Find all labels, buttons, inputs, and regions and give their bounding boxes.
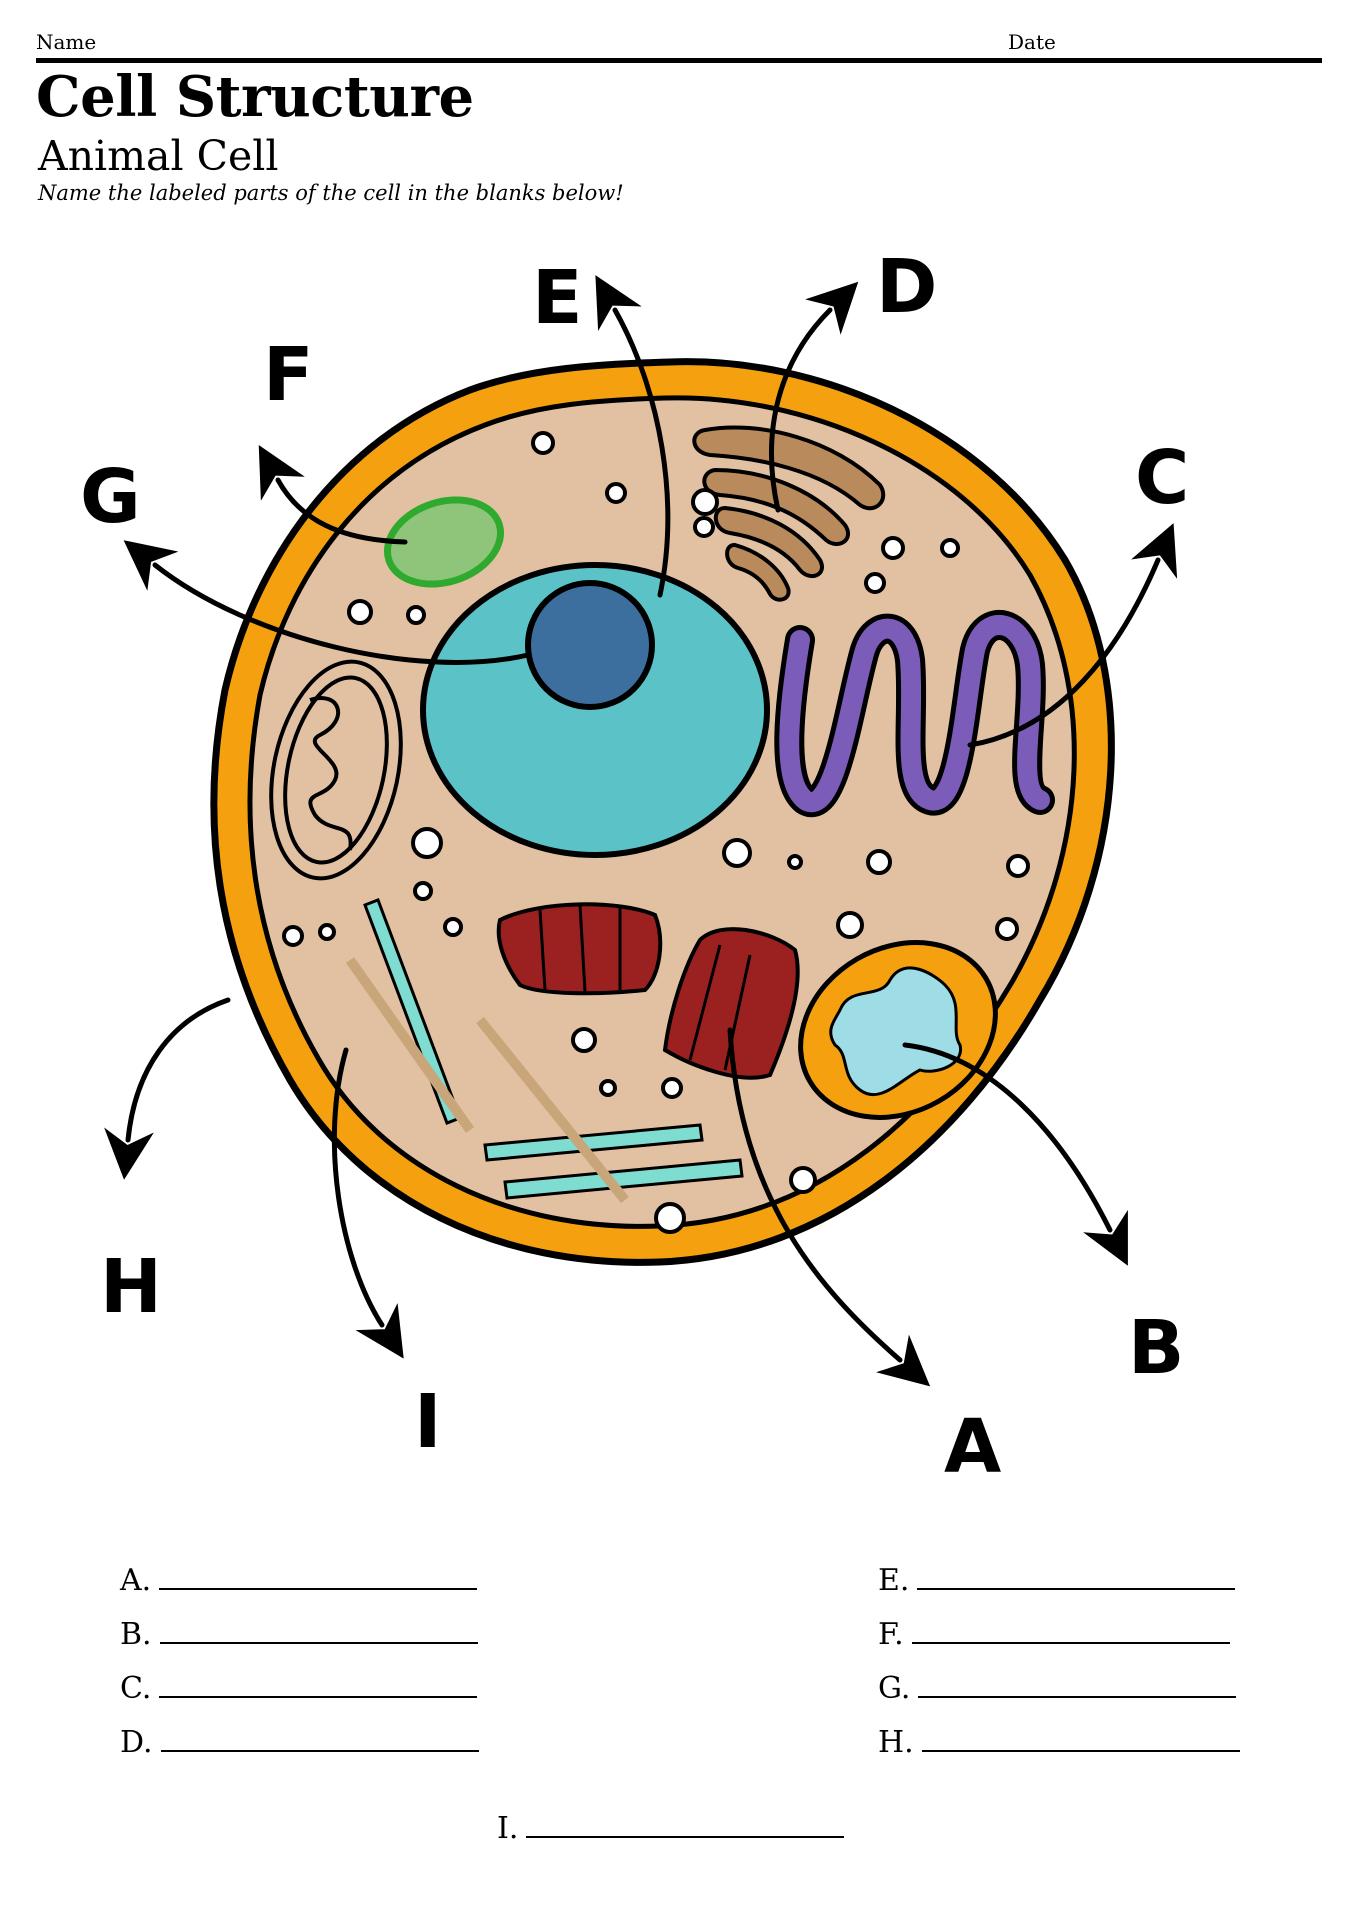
answer-letter: F.: [878, 1617, 904, 1652]
answer-i[interactable]: I.: [497, 1806, 845, 1846]
label-c: C: [1135, 435, 1189, 521]
name-label: Name: [36, 30, 97, 54]
answer-letter: C.: [120, 1671, 152, 1706]
answer-h[interactable]: H.: [878, 1720, 1240, 1760]
answer-b[interactable]: B.: [120, 1612, 478, 1652]
vacuole: [383, 496, 505, 588]
answer-letter: G.: [878, 1671, 911, 1706]
page-title: Cell Structure: [36, 64, 474, 130]
mitochondrion-right: [798, 940, 998, 1120]
answer-line[interactable]: [918, 1666, 1237, 1698]
label-i: I: [414, 1379, 442, 1465]
answer-letter: I.: [497, 1811, 519, 1846]
answer-f[interactable]: F.: [878, 1612, 1230, 1652]
label-a: A: [944, 1404, 1001, 1490]
answer-line[interactable]: [911, 1612, 1230, 1644]
answer-line[interactable]: [159, 1612, 478, 1644]
answer-line[interactable]: [160, 1720, 479, 1752]
answer-line[interactable]: [159, 1558, 478, 1590]
answer-d[interactable]: D.: [120, 1720, 479, 1760]
instructions: Name the labeled parts of the cell in th…: [38, 181, 624, 205]
label-d: D: [876, 244, 937, 330]
mitochondrion-left: [269, 659, 403, 881]
label-b: B: [1128, 1305, 1184, 1391]
answer-line[interactable]: [917, 1558, 1236, 1590]
vesicles: [282, 431, 1030, 1234]
answer-e[interactable]: E.: [878, 1558, 1236, 1598]
nucleolus: [525, 580, 655, 710]
page-subtitle: Animal Cell: [38, 132, 279, 180]
answer-a[interactable]: A.: [120, 1558, 478, 1598]
centriole-left: [496, 902, 663, 996]
header-rule: [36, 58, 1322, 63]
label-h: H: [100, 1244, 162, 1330]
answer-letter: H.: [878, 1725, 914, 1760]
answer-letter: B.: [120, 1617, 152, 1652]
label-e: E: [532, 255, 583, 341]
nucleus: [420, 562, 770, 858]
label-g: G: [80, 454, 141, 540]
answer-letter: A.: [120, 1563, 152, 1598]
date-label: Date: [1008, 30, 1056, 54]
answer-letter: D.: [120, 1725, 153, 1760]
endoplasmic-reticulum-fill: [779, 615, 1050, 812]
answer-letter: E.: [878, 1563, 910, 1598]
answer-c[interactable]: C.: [120, 1666, 478, 1706]
answer-line[interactable]: [921, 1720, 1240, 1752]
cytoskeleton: [345, 898, 744, 1204]
label-arrows: [104, 275, 1178, 1387]
label-f: F: [263, 332, 314, 418]
answer-line[interactable]: [159, 1666, 478, 1698]
answer-line[interactable]: [526, 1806, 845, 1838]
answer-g[interactable]: G.: [878, 1666, 1237, 1706]
